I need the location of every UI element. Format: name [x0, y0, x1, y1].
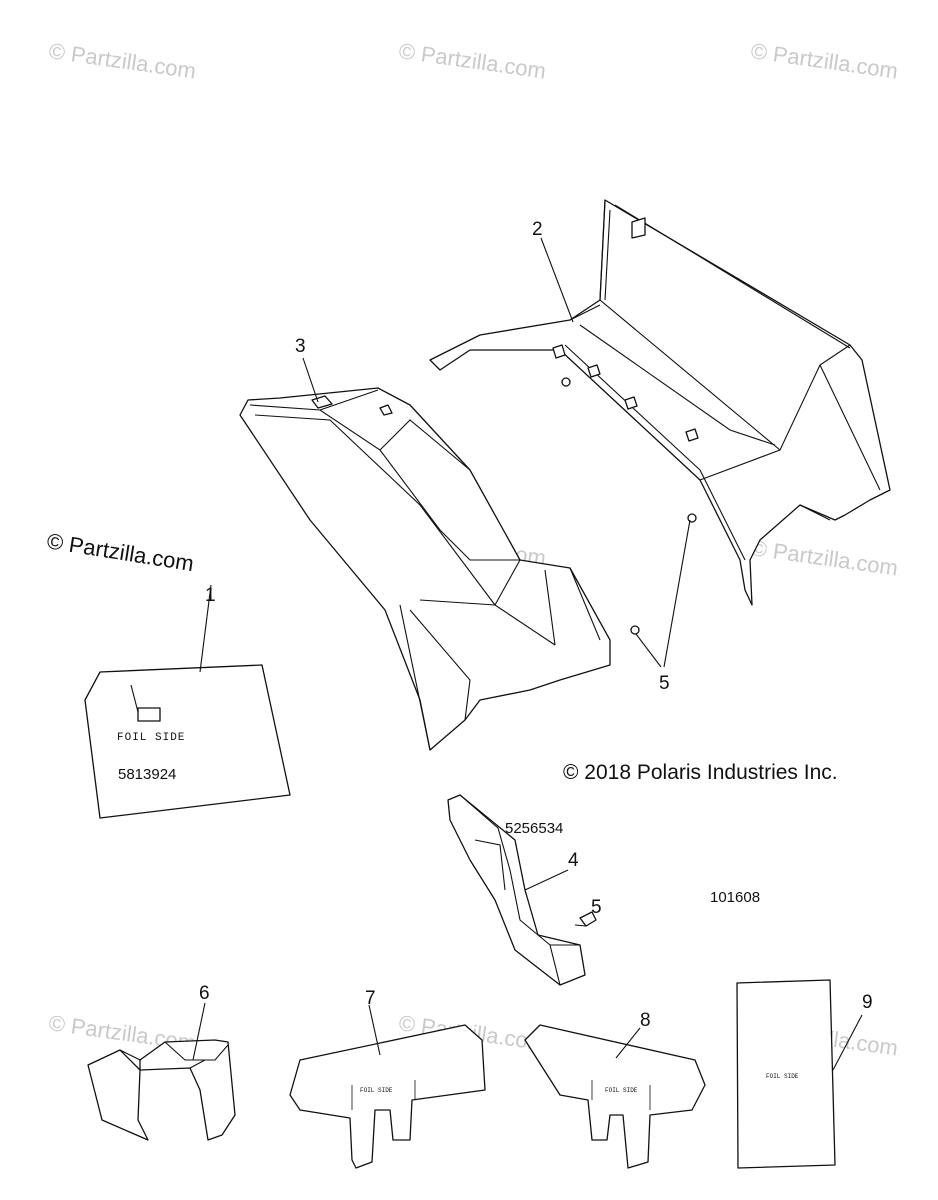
foil-side-label-8: FOIL SIDE — [605, 1087, 638, 1094]
part-2-rear-panel — [429, 199, 891, 635]
watermark: © Partzilla.com — [749, 535, 899, 580]
callout-layer: 2 3 1 5 4 5 6 7 8 9 — [199, 219, 873, 1031]
callout-1: 1 — [205, 585, 216, 606]
foil-side-label-7: FOIL SIDE — [360, 1087, 393, 1094]
foil-side-label: FOIL SIDE — [117, 732, 185, 744]
callout-6: 6 — [199, 983, 210, 1004]
callout-8: 8 — [640, 1010, 651, 1031]
part-1-foil-sheet — [84, 664, 291, 819]
watermark-dark: © Partzilla.com — [45, 528, 195, 576]
callout-3: 3 — [295, 336, 306, 357]
copyright-notice: © 2018 Polaris Industries Inc. — [563, 761, 838, 784]
part-number-1: 5813924 — [118, 766, 176, 783]
callout-9: 9 — [862, 992, 873, 1013]
part-4-bracket — [447, 794, 597, 986]
foil-side-label-9: FOIL SIDE — [766, 1073, 799, 1080]
part-6-shield — [87, 1039, 236, 1141]
watermark: © Partzilla.com — [749, 38, 899, 83]
part-7-foil — [289, 1024, 486, 1169]
part-number-4: 5256534 — [505, 820, 563, 837]
watermark: © Partzilla.com — [397, 38, 547, 83]
callout-5: 5 — [591, 897, 602, 918]
leader-lines — [130, 237, 863, 1071]
part-8-foil — [524, 1024, 706, 1169]
part-3-side-panel — [239, 387, 611, 751]
callout-4: 4 — [568, 850, 579, 871]
callout-5: 5 — [659, 673, 670, 694]
callout-2: 2 — [532, 219, 543, 240]
watermark: © Partzilla.com — [47, 38, 197, 83]
part-9-foil — [736, 979, 836, 1169]
diagram-id: 101608 — [710, 889, 760, 906]
callout-7: 7 — [365, 988, 376, 1009]
